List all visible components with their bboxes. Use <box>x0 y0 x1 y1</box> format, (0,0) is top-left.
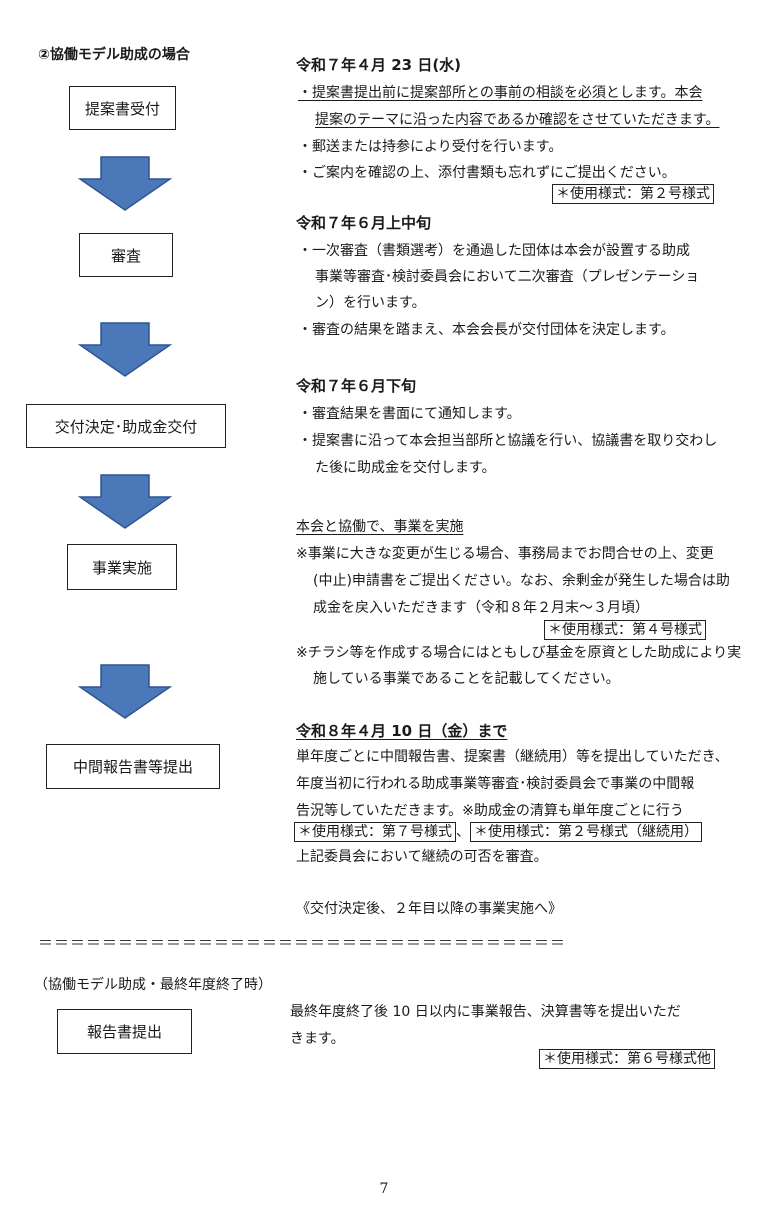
step-box-report-submission: 報告書提出 <box>57 1009 192 1054</box>
phase1-line: 提案のテーマに沿った内容であるか確認をさせていただきます。 <box>315 112 720 128</box>
phase2-line: ・審査の結果を踏まえ、本会会長が交付団体を決定します。 <box>298 322 675 338</box>
final-line: 最終年度終了後 10 日以内に事業報告、決算書等を提出いただ <box>290 1004 681 1020</box>
form-label-no4: ＊使用様式：第４号様式 <box>544 620 706 640</box>
phase1-line: ・提案書提出前に提案部所との事前の相談を必須とします。本会 <box>298 85 703 101</box>
down-arrow-icon <box>78 664 172 719</box>
step-box-project-implementation: 事業実施 <box>67 544 177 590</box>
step-box-proposal-receipt: 提案書受付 <box>69 86 176 130</box>
phase5-line: 単年度ごとに中間報告書、提案書（継続用）等を提出していただき、 <box>296 749 729 765</box>
page-number: 7 <box>379 1181 389 1197</box>
phase4-line: 成金を戻入いただきます（令和８年２月末～３月頃） <box>313 600 649 616</box>
phase5-forms: ＊使用様式：第７号様式、＊使用様式：第２号様式（継続用） <box>294 821 702 842</box>
phase3-line: た後に助成金を交付します。 <box>315 460 496 476</box>
step-box-grant-decision: 交付決定･助成金交付 <box>26 404 226 448</box>
phase2-date: 令和７年６月上中旬 <box>296 214 432 232</box>
phase4-note-line: ※チラシ等を作成する場合にはともしび基金を原資とした助成により実 <box>296 645 742 661</box>
step-box-interim-report: 中間報告書等提出 <box>46 744 220 789</box>
phase5-date: 令和８年４月 10 日（金）まで <box>296 722 508 740</box>
step-box-review: 審査 <box>79 233 173 277</box>
section-title: ②協働モデル助成の場合 <box>38 47 190 63</box>
next-year-note: 《交付決定後、２年目以降の事業実施へ》 <box>296 901 562 917</box>
down-arrow-icon <box>78 474 172 529</box>
phase3-line: ・提案書に沿って本会担当部所と協議を行い、協議書を取り交わし <box>298 433 718 449</box>
form-label-no2: ＊使用様式：第２号様式 <box>552 184 714 204</box>
phase2-line: ・一次審査（書類選考）を通過した団体は本会が設置する助成 <box>298 243 690 259</box>
phase4-note-line: 施している事業であることを記載してください。 <box>313 671 620 687</box>
phase1-date: 令和７年４月 23 日(水) <box>296 56 462 74</box>
phase2-line: 事業等審査･検討委員会において二次審査（プレゼンテーショ <box>315 269 700 285</box>
final-line: きます。 <box>290 1031 345 1047</box>
separator-line: ＝＝＝＝＝＝＝＝＝＝＝＝＝＝＝＝＝＝＝＝＝＝＝＝＝＝＝＝＝＝＝＝＝ <box>38 934 567 952</box>
phase1-line: ・郵送または持参により受付を行います。 <box>298 139 563 155</box>
phase5-line: 年度当初に行われる助成事業等審査･検討委員会で事業の中間報 <box>296 776 695 792</box>
phase3-line: ・審査結果を書面にて通知します。 <box>298 406 521 422</box>
final-section-title: （協働モデル助成・最終年度終了時） <box>34 977 272 993</box>
phase5-line: 告況等していただきます。※助成金の清算も単年度ごとに行う <box>296 803 684 819</box>
phase4-line: ※事業に大きな変更が生じる場合、事務局までお問合せの上、変更 <box>296 546 714 562</box>
phase3-date: 令和７年６月下旬 <box>296 377 417 395</box>
phase4-heading: 本会と協働で、事業を実施 <box>296 519 464 535</box>
phase2-line: ン）を行います。 <box>315 295 426 311</box>
down-arrow-icon <box>78 322 172 377</box>
form-label-no2-continued: ＊使用様式：第２号様式（継続用） <box>470 822 702 842</box>
phase5-last-line: 上記委員会において継続の可否を審査。 <box>296 849 548 865</box>
form-label-no6: ＊使用様式：第６号様式他 <box>539 1049 715 1069</box>
form-label-no7: ＊使用様式：第７号様式 <box>294 822 456 842</box>
down-arrow-icon <box>78 156 172 211</box>
form-separator: 、 <box>456 824 470 840</box>
phase4-line: (中止)申請書をご提出ください。なお、余剰金が発生した場合は助 <box>313 573 730 589</box>
phase1-line: ・ご案内を確認の上、添付書類も忘れずにご提出ください。 <box>298 165 676 181</box>
